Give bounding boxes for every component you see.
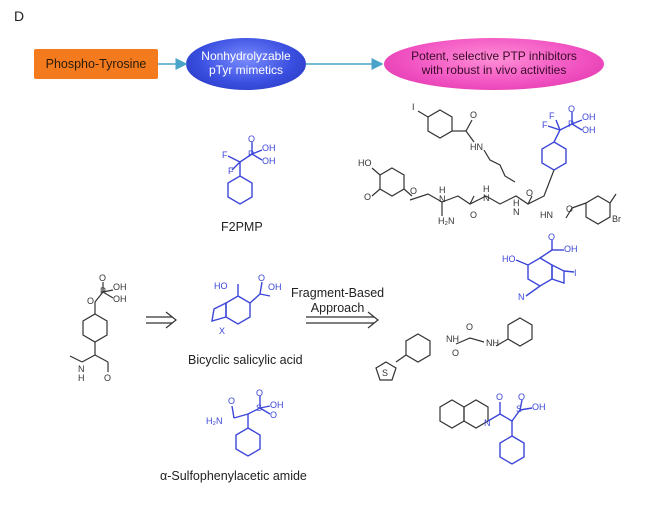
atom-o: O: [518, 392, 525, 402]
atom-oh: OH: [582, 112, 596, 122]
atom-o: O: [496, 392, 503, 402]
atom-o: O: [566, 204, 573, 214]
atom-o: O: [248, 134, 255, 144]
atom-oh: OH: [268, 282, 282, 292]
atom-oh: OH: [113, 294, 127, 304]
atom-oh: OH: [113, 282, 127, 292]
atom-o: O: [99, 273, 106, 283]
panel-letter: D: [14, 8, 25, 24]
atom-ho: HO: [358, 158, 372, 168]
alpha-sulfophenylacetic-amide-label: α-Sulfophenylacetic amide: [160, 469, 307, 483]
atom-hn: HN: [470, 142, 483, 152]
atom-f: F: [222, 150, 228, 160]
f2pmp-label: F2PMP: [221, 220, 263, 234]
flow-node-label: Phospho-Tyrosine: [45, 56, 147, 71]
approach-line: Approach: [310, 301, 365, 315]
atom-f: F: [549, 111, 555, 121]
atom-o: O: [452, 348, 459, 358]
atom-o: O: [104, 373, 111, 383]
atom-oh: OH: [262, 143, 276, 153]
atom-n: N: [513, 207, 520, 217]
implies-arrow: [146, 311, 177, 329]
atom-o: O: [364, 192, 371, 202]
atom-br: Br: [612, 214, 621, 224]
atom-ho: HO: [502, 254, 516, 264]
atom-nh: NH: [486, 338, 499, 348]
atom-o: O: [258, 273, 265, 283]
tetrahydroquinoline-inhibitor-structure: N O S OH O: [439, 392, 546, 465]
atom-o: O: [270, 410, 277, 420]
atom-o: O: [228, 396, 235, 406]
bicyclic-salicylic-acid-structure: HO O OH X: [211, 273, 282, 336]
peptide-inhibitor-structure: I O HN F F O P OH OH H N: [358, 102, 621, 226]
flow-node-pTyr-mimetics: Nonhydrolyzable pTyr mimetics: [186, 38, 306, 90]
flow-node-line: Nonhydrolyzable: [201, 49, 291, 64]
atom-oh: OH: [564, 244, 578, 254]
atom-o: O: [548, 232, 555, 242]
atom-n: N: [484, 418, 491, 428]
atom-h: H: [439, 185, 446, 195]
atom-s: S: [382, 368, 388, 378]
atom-f: F: [228, 166, 234, 176]
bicyclic-salicylic-acid-label: Bicyclic salicylic acid: [188, 353, 303, 367]
atom-n: N: [78, 364, 85, 374]
atom-p: P: [100, 286, 106, 296]
fragment-approach-arrow: [306, 311, 379, 329]
atom-n: N: [483, 193, 490, 203]
atom-i: I: [412, 102, 415, 112]
flow-node-line: pTyr mimetics: [208, 63, 283, 77]
atom-o: O: [256, 388, 263, 398]
atom-h: H: [513, 198, 520, 208]
f2pmp-text: F2PMP: [221, 220, 263, 234]
flow-node-ptp-inhibitors: Potent, selective PTP inhibitors with ro…: [384, 38, 604, 90]
atom-o: O: [526, 188, 533, 198]
atom-h: H: [78, 373, 85, 383]
atom-i: I: [574, 268, 577, 278]
alpha-sulfophenylacetic-amide-structure: H₂N O O S OH O: [206, 388, 284, 457]
f2pmp-structure: F F O P OH OH: [222, 134, 276, 205]
atom-s: S: [516, 404, 522, 414]
atom-o: O: [466, 322, 473, 332]
atom-x: X: [219, 326, 225, 336]
atom-h2n: H₂N: [206, 416, 223, 426]
flow-node-label: Nonhydrolyzable pTyr mimetics: [201, 49, 291, 78]
atom-o: O: [470, 210, 477, 220]
atom-oh: OH: [532, 402, 546, 412]
flow-node-phospho-tyrosine: Phospho-Tyrosine: [34, 49, 158, 79]
atom-o: O: [470, 110, 477, 120]
atom-p: P: [248, 149, 254, 159]
flow-node-line: Potent, selective PTP inhibitors: [411, 49, 577, 64]
atom-ho: HO: [214, 281, 228, 291]
atom-n: N: [518, 292, 525, 302]
flow-node-label: Potent, selective PTP inhibitors with ro…: [411, 49, 577, 78]
atom-h2n: H₂N: [438, 216, 455, 226]
atom-nh: NH: [446, 334, 459, 344]
flow-node-line: with robust in vivo activities: [421, 63, 567, 77]
atom-oh: OH: [582, 125, 596, 135]
atom-oh: OH: [262, 156, 276, 166]
atom-o: O: [410, 186, 417, 196]
atom-hn: HN: [540, 210, 553, 220]
atom-oh: OH: [270, 400, 284, 410]
atom-o: O: [87, 296, 94, 306]
atom-f: F: [542, 120, 548, 130]
phospho-tyrosine-structure: O O P OH OH N H O: [69, 273, 127, 383]
atom-n: N: [439, 194, 446, 204]
atom-s: S: [256, 403, 262, 413]
atom-p: P: [568, 119, 574, 129]
indole-inhibitor-structure: HO O OH I N NH O O NH S: [375, 232, 578, 381]
fragment-based-approach-label: Fragment-Based Approach: [291, 286, 384, 316]
atom-o: O: [568, 104, 575, 114]
atom-h: H: [483, 184, 490, 194]
approach-line: Fragment-Based: [291, 286, 385, 300]
